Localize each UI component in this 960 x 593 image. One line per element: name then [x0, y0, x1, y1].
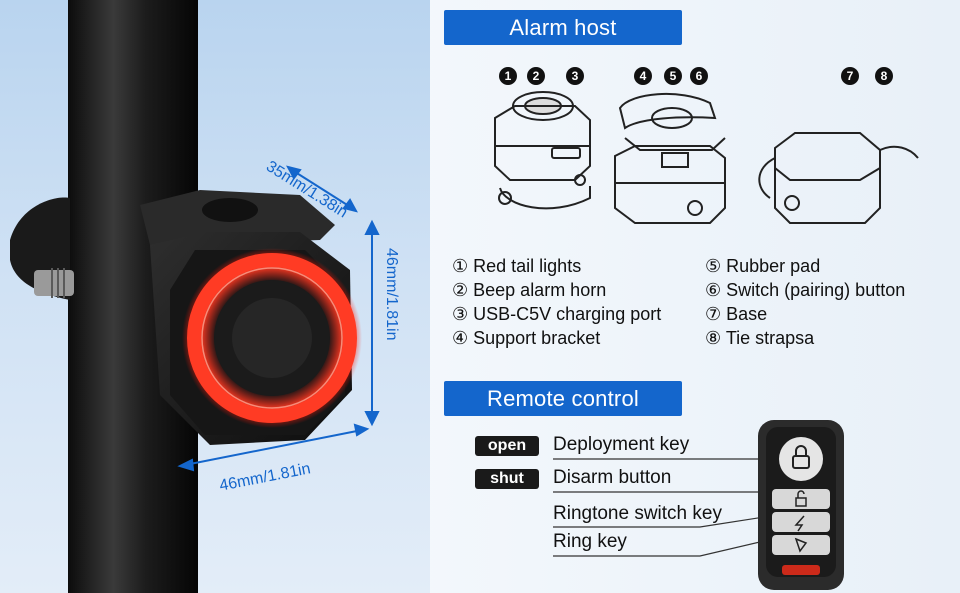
callout-6-label: 6 [696, 69, 703, 83]
callout-2-label: 2 [533, 69, 540, 83]
dimension-arrows [177, 165, 380, 472]
callout-8 [875, 67, 893, 85]
part-beep-alarm-horn: ② Beep alarm horn [452, 280, 607, 300]
part-tie-straps: ⑧ Tie strapsa [705, 328, 815, 348]
ringtone-button-icon [772, 512, 830, 532]
ringtone-switch-key-label: Ringtone switch key [553, 503, 722, 524]
ring-button-icon [772, 535, 830, 555]
part-switch-button: ⑥ Switch (pairing) button [705, 280, 906, 300]
unlock-button-icon [772, 489, 830, 509]
callout-4 [634, 67, 652, 85]
callout-2 [527, 67, 545, 85]
callout-5 [664, 67, 682, 85]
part-red-tail-lights: ① Red tail lights [452, 256, 582, 276]
remote-control-header: Remote control [444, 381, 682, 416]
callout-7-label: 7 [847, 69, 854, 83]
part-rubber-pad: ⑤ Rubber pad [705, 256, 821, 276]
disarm-button-label: Disarm button [553, 467, 672, 488]
callout-3-label: 3 [572, 69, 579, 83]
part-base: ⑦ Base [705, 304, 768, 324]
product-photo-panel: 35mm/1.38in 46mm/1.81in 46mm/1.81in [0, 0, 430, 593]
component-diagrams [494, 91, 919, 224]
callout-7 [841, 67, 859, 85]
lock-button-icon [779, 437, 823, 481]
tail-light-photo [10, 0, 362, 593]
ring-key-label: Ring key [553, 531, 627, 552]
callout-5-label: 5 [670, 69, 677, 83]
alarm-host-header: Alarm host [444, 10, 682, 45]
remote-fob [758, 420, 844, 590]
callout-3 [566, 67, 584, 85]
callout-4-label: 4 [640, 69, 647, 83]
callout-1 [499, 67, 517, 85]
shut-badge: shut [475, 469, 539, 489]
part-support-bracket: ④ Support bracket [452, 328, 601, 348]
callout-1-label: 1 [505, 69, 512, 83]
part-usb-c-port: ③ USB-C5V charging port [452, 304, 662, 324]
callout-6 [690, 67, 708, 85]
deployment-key-label: Deployment key [553, 434, 690, 455]
callout-markers: 1 2 3 4 5 6 7 8 [499, 67, 893, 85]
open-badge: open [475, 436, 539, 456]
callout-8-label: 8 [881, 69, 888, 83]
